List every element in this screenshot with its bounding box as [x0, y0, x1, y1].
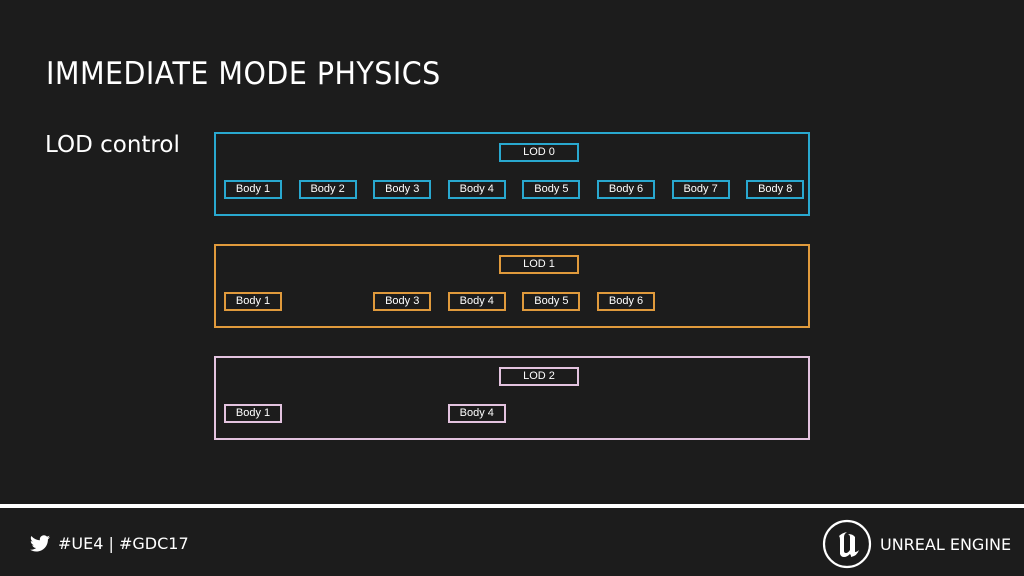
body-box: Body 6 [597, 292, 655, 311]
twitter-bird-icon [30, 534, 50, 551]
body-box: Body 3 [373, 292, 432, 311]
body-box: Body 1 [224, 180, 282, 199]
body-box: Body 5 [522, 292, 581, 311]
footer-divider [0, 504, 1024, 508]
lod-label: LOD 1 [499, 255, 579, 274]
body-box: Body 4 [447, 180, 506, 199]
unreal-engine-logo-icon [822, 519, 872, 569]
lod-panel-2: LOD 2 Body 1 Body 4 [214, 356, 810, 440]
body-box: Body 6 [597, 180, 655, 199]
body-box: Body 4 [447, 404, 506, 423]
body-box: Body 5 [522, 180, 581, 199]
body-box: Body 1 [224, 404, 282, 423]
lod-panel-0: LOD 0 Body 1 Body 2 Body 3 Body 4 Body 5 Body … [214, 132, 810, 216]
body-box: Body 3 [373, 180, 432, 199]
lod-panel-1: LOD 1 Body 1 Body 3 Body 4 Body 5 Body 6 [214, 244, 810, 328]
lod-label: LOD 2 [499, 367, 579, 386]
body-box: Body 4 [447, 292, 506, 311]
slide-title: IMMEDIATE MODE PHYSICS [46, 56, 441, 92]
body-box: Body 7 [671, 180, 730, 199]
footer-hashtags: #UE4 | #GDC17 [30, 532, 189, 554]
body-box: Body 1 [224, 292, 282, 311]
body-box: Body 2 [298, 180, 357, 199]
slide-subtitle: LOD control [45, 132, 180, 158]
hashtags-text: #UE4 | #GDC17 [58, 533, 189, 553]
brand-text: UNREAL ENGINE [880, 534, 1012, 554]
body-box: Body 8 [746, 180, 805, 199]
lod-label: LOD 0 [499, 143, 579, 162]
footer-brand: UNREAL ENGINE [822, 518, 1011, 570]
